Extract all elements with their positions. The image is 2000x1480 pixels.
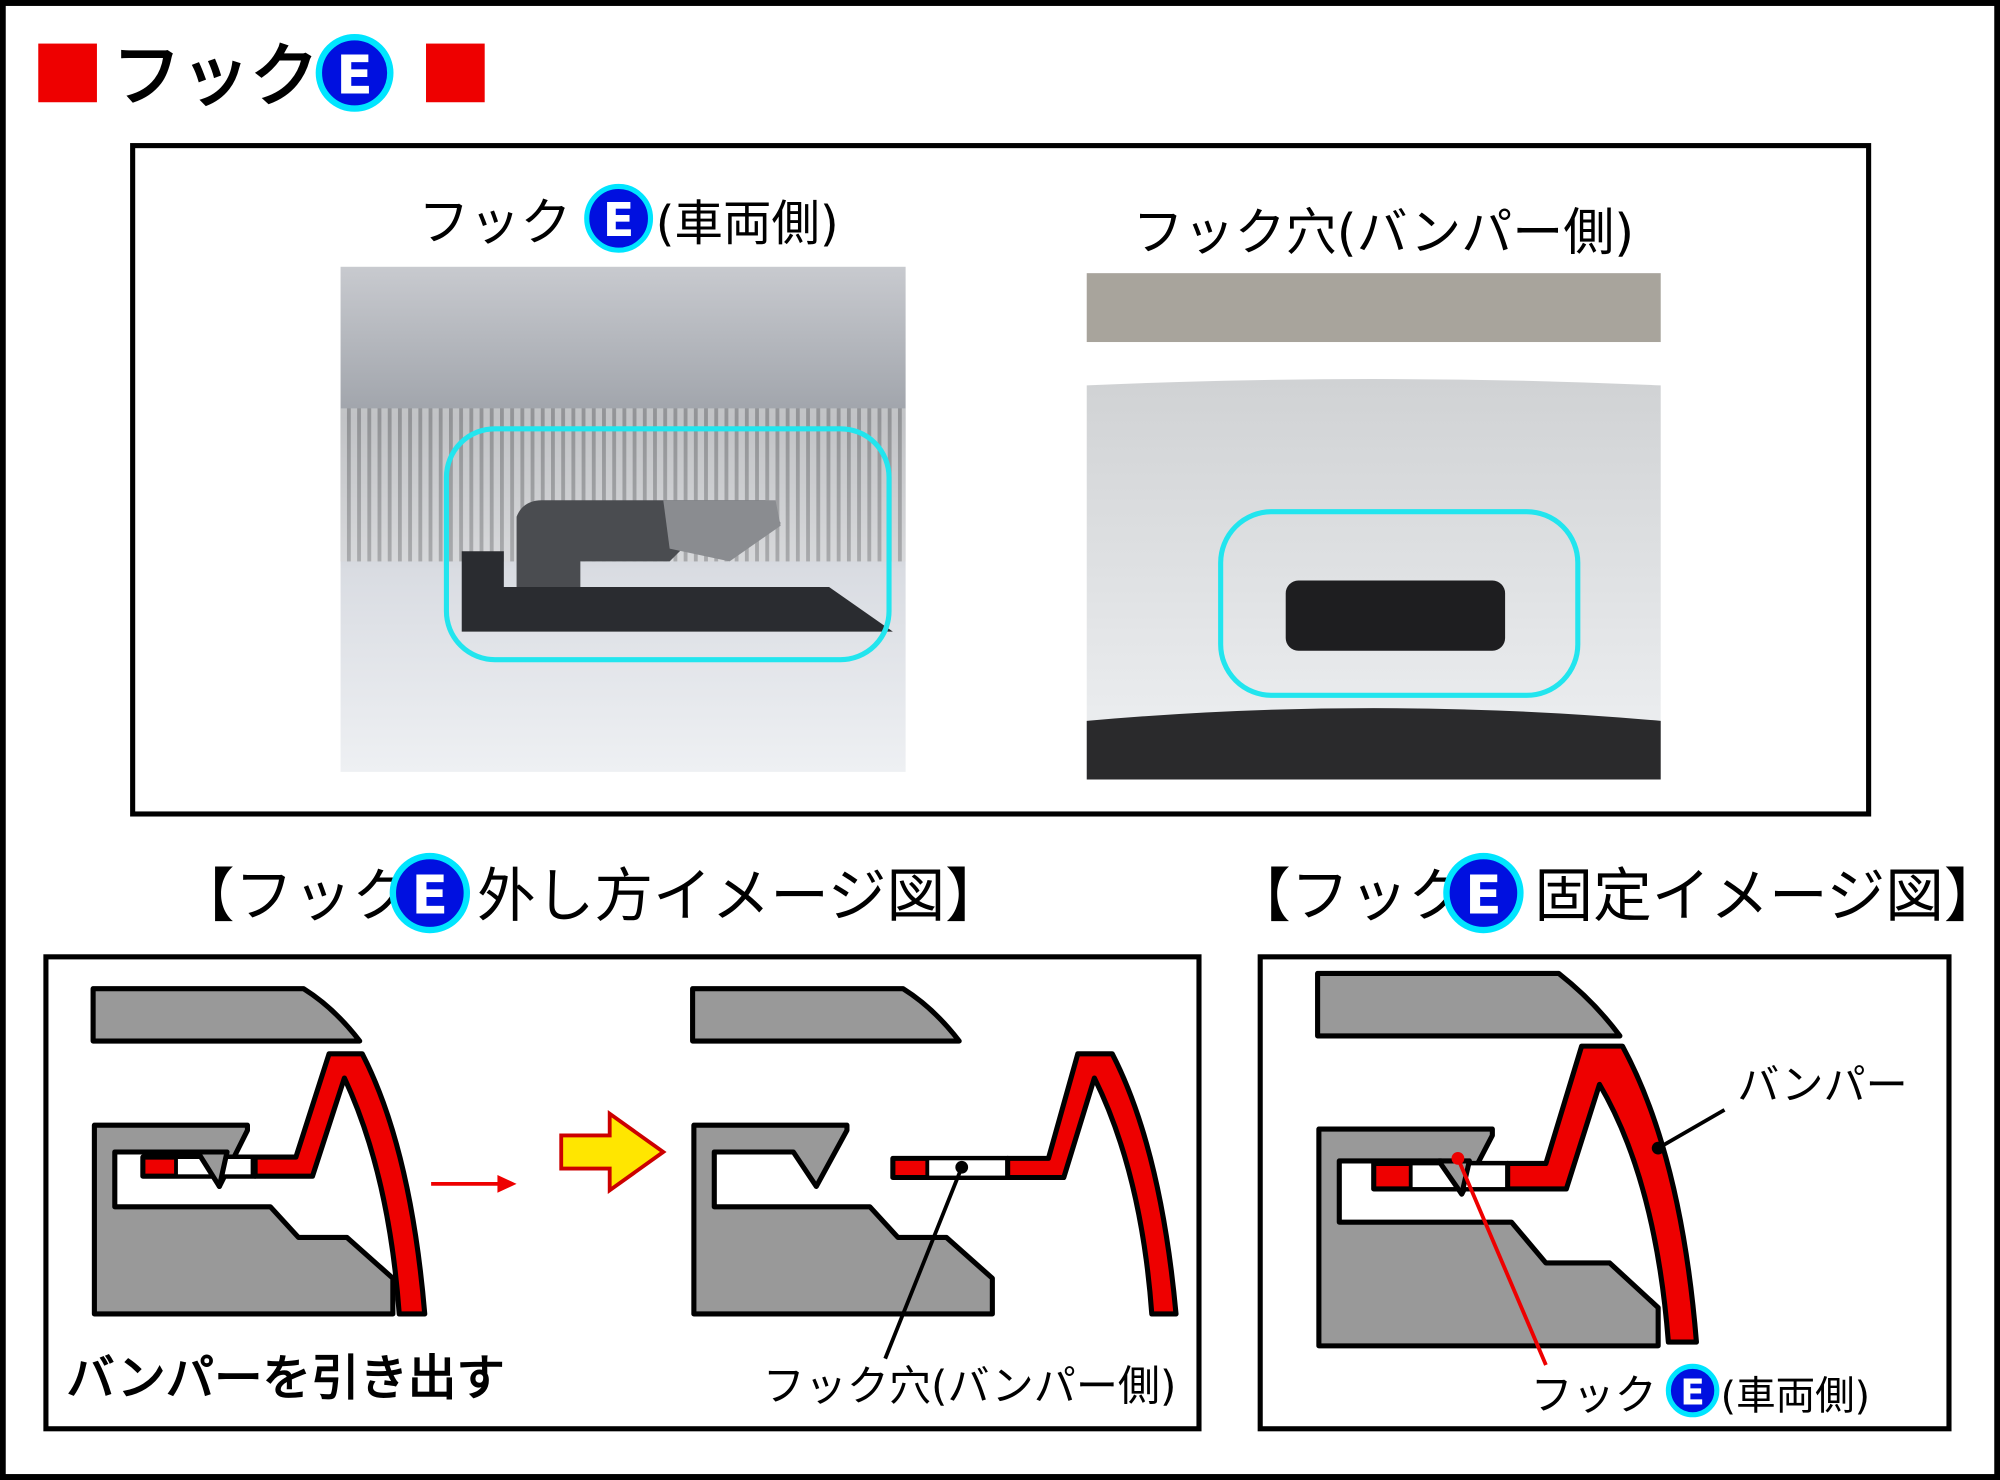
badge-e-letter: E [603, 193, 634, 247]
vehicle-hook-photo [340, 266, 906, 772]
badge-e-icon [315, 34, 394, 112]
caption-text: (車両側) [656, 196, 839, 252]
vehicle-hook-label: フック E (車両側) [1531, 1363, 1870, 1420]
title-text: フック [112, 37, 319, 117]
badge-e-letter: E [1680, 1373, 1704, 1414]
bumper-label: バンパー [1737, 1061, 1907, 1110]
highlight-frame [443, 426, 892, 663]
pull-direction-arrow [431, 1174, 517, 1193]
highlight-frame [1218, 509, 1581, 698]
heading-text: 【フック [1232, 862, 1467, 930]
badge-e-icon [389, 852, 471, 934]
badge-e-letter: E [1465, 863, 1502, 926]
bumper-photo-caption: フック穴(バンパー側) [1133, 204, 1635, 263]
vehicle-photo-caption: フック E (車両側) [418, 183, 839, 253]
badge-e-letter: E [412, 863, 449, 926]
heading-text: 固定イメージ図】 [1534, 862, 2000, 930]
leader-line [1657, 1108, 1726, 1150]
leader-line [883, 1166, 964, 1360]
heading-text: 【フック [176, 862, 411, 930]
badge-e-icon [1665, 1363, 1720, 1418]
red-square-marker [38, 43, 97, 103]
bumper-hole-photo [1086, 273, 1661, 780]
next-step-arrow-icon [559, 1110, 667, 1194]
badge-e-letter: E [336, 43, 373, 106]
after-removal-drawing [690, 986, 1179, 1360]
fixed-heading: 【フック E 固定イメージ図】 [1232, 852, 2000, 934]
red-square-marker [426, 43, 485, 103]
badge-e-icon [1443, 852, 1524, 934]
label-text: フック [1531, 1371, 1657, 1420]
caption-text: フック [418, 194, 571, 253]
fixed-state-drawing [1315, 970, 1726, 1366]
badge-e-icon [584, 183, 654, 253]
page-title: フック E [38, 34, 485, 117]
leader-line [1456, 1157, 1548, 1366]
hook-hole-label: フック穴(バンパー側) [763, 1362, 1177, 1411]
heading-text: 外し方イメージ図】 [477, 862, 1004, 930]
before-removal-drawing [90, 986, 428, 1317]
label-text: (車両側) [1721, 1374, 1870, 1420]
removal-heading: 【フック E 外し方イメージ図】 [176, 852, 1004, 934]
pull-bumper-label: バンパーを引き出す [66, 1350, 505, 1406]
